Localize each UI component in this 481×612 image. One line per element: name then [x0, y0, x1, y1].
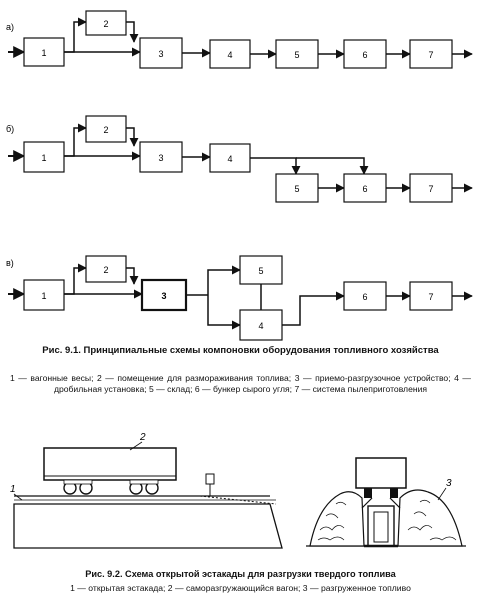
block-7-label: 7 — [428, 292, 433, 302]
block-4-label: 4 — [227, 154, 232, 164]
block-3-label: 3 — [158, 49, 163, 59]
scheme-c: в) 1 2 3 5 4 6 7 — [6, 255, 473, 341]
label-fuel: 3 — [446, 478, 452, 489]
block-7 — [409, 39, 453, 69]
block-2-label: 2 — [103, 265, 108, 275]
trestle-embankment — [13, 503, 283, 549]
block-1-label: 1 — [41, 291, 46, 301]
scheme-a-label: а) — [6, 22, 14, 32]
unloaded-fuel-pile-right — [397, 489, 463, 547]
block-5 — [239, 255, 283, 285]
scheme-a: а) 1 2 3 4 5 6 7 — [6, 10, 473, 69]
block-5-label: 5 — [294, 184, 299, 194]
block-2 — [85, 115, 127, 143]
block-6-label: 6 — [362, 292, 367, 302]
figure-9-1-legend: 1 — вагонные весы; 2 — помещение для раз… — [10, 373, 471, 394]
wagon-wheels — [63, 479, 159, 495]
block-4 — [209, 143, 251, 173]
block-4 — [239, 309, 283, 341]
block-3-label: 3 — [161, 291, 166, 301]
block-1-label: 1 — [41, 48, 46, 58]
block-6-label: 6 — [362, 50, 367, 60]
block-4-label: 4 — [227, 50, 232, 60]
scheme-b-label: б) — [6, 124, 14, 134]
label-trestle: 1 — [10, 484, 16, 495]
self-unloading-wagon — [43, 447, 177, 481]
block-7-label: 7 — [428, 50, 433, 60]
scheme-c-label: в) — [6, 258, 14, 268]
block-4 — [209, 39, 251, 69]
unloaded-fuel-pile-left — [309, 491, 365, 547]
scheme-b: б) 1 2 3 4 5 6 7 — [6, 115, 473, 203]
block-3-label: 3 — [158, 153, 163, 163]
block-2 — [85, 10, 127, 36]
block-7 — [409, 281, 453, 311]
block-4-label: 4 — [258, 321, 263, 331]
block-5-label: 5 — [258, 266, 263, 276]
label-wagon: 2 — [139, 432, 146, 443]
figure-9-1-caption: Рис. 9.1. Принципиальные схемы компоновк… — [42, 345, 439, 356]
block-7-label: 7 — [428, 184, 433, 194]
block-3 — [139, 141, 183, 173]
block-6-label: 6 — [362, 184, 367, 194]
figure-9-2-caption: Рис. 9.2. Схема открытой эстакады для ра… — [85, 569, 396, 579]
block-2 — [85, 255, 127, 283]
block-6 — [343, 173, 387, 203]
block-3 — [139, 37, 183, 69]
block-1 — [23, 279, 65, 311]
block-5-label: 5 — [294, 50, 299, 60]
figure-9-2-trestle-side-view: 2 1 — [10, 432, 283, 549]
block-7 — [409, 173, 453, 203]
figure-9-2-trestle-cross-section: 3 — [306, 457, 466, 548]
block-1-label: 1 — [41, 153, 46, 163]
figure-9-2-legend: 1 — открытая эстакада; 2 — саморазгружаю… — [70, 583, 411, 593]
block-2-label: 2 — [103, 19, 108, 29]
block-1 — [23, 141, 65, 173]
block-2-label: 2 — [103, 125, 108, 135]
block-3 — [140, 278, 188, 312]
wagon-cross-section — [355, 457, 407, 489]
